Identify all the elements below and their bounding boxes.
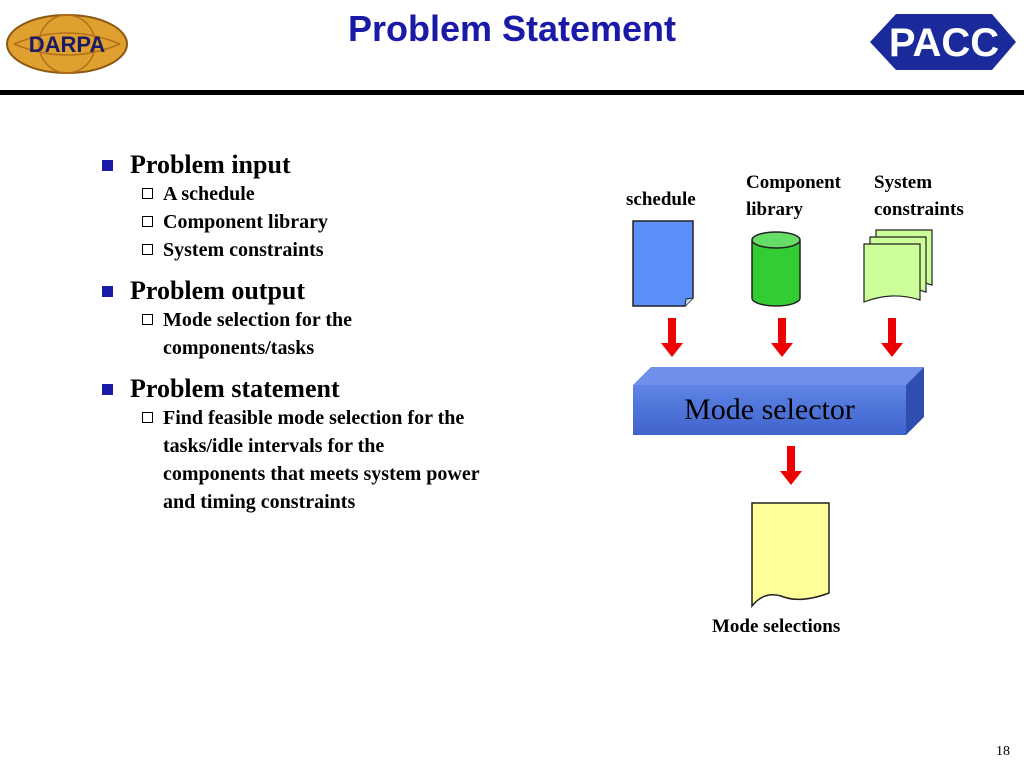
system-constraints-documents-icon xyxy=(863,229,933,303)
hollow-square-bullet-icon xyxy=(142,314,153,325)
mode-selections-label: Mode selections xyxy=(712,616,841,637)
sub-bullet: System constraints xyxy=(100,236,580,264)
component-library-label: Component library xyxy=(746,172,842,220)
sub-bullet: Mode selection for the components/tasks xyxy=(100,306,580,362)
square-bullet-icon xyxy=(102,286,113,297)
bullet-problem-input: Problem input xyxy=(100,150,580,180)
bullet-list: Problem input A schedule Component libra… xyxy=(100,150,580,516)
svg-text:PACC: PACC xyxy=(889,21,999,65)
bullet-problem-output: Problem output xyxy=(100,276,580,306)
darpa-logo: DARPA xyxy=(4,12,134,81)
input-arrow-icon xyxy=(881,318,903,357)
hollow-square-bullet-icon xyxy=(142,412,153,423)
output-arrow-icon xyxy=(780,446,802,485)
square-bullet-icon xyxy=(102,384,113,395)
sub-bullet: Find feasible mode selection for the tas… xyxy=(100,404,580,516)
hollow-square-bullet-icon xyxy=(142,188,153,199)
component-library-cylinder-icon xyxy=(751,231,801,307)
schedule-document-icon xyxy=(632,220,694,307)
mode-selector-box xyxy=(633,367,924,435)
hollow-square-bullet-icon xyxy=(142,216,153,227)
page-number: 18 xyxy=(996,744,1010,759)
square-bullet-icon xyxy=(102,160,113,171)
schedule-label: schedule xyxy=(626,189,696,210)
bullet-problem-statement: Problem statement xyxy=(100,374,580,404)
mode-selections-document-icon xyxy=(751,502,830,609)
hollow-square-bullet-icon xyxy=(142,244,153,255)
svg-text:DARPA: DARPA xyxy=(29,32,106,57)
sub-bullet: A schedule xyxy=(100,180,580,208)
sub-bullet: Component library xyxy=(100,208,580,236)
input-arrow-icon xyxy=(661,318,683,357)
mode-selector-label: Mode selector xyxy=(684,393,855,426)
page-title: Problem Statement xyxy=(347,8,677,49)
header-divider xyxy=(0,90,1024,95)
system-constraints-label: System constraints xyxy=(874,172,964,220)
pacc-logo: PACC xyxy=(868,10,1018,79)
input-arrow-icon xyxy=(771,318,793,357)
